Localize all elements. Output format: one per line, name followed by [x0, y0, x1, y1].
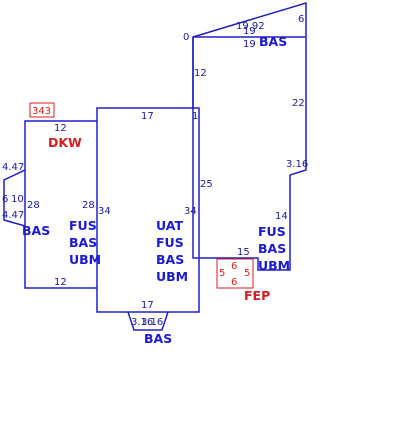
dim-left-28-a: 28 — [27, 200, 40, 211]
dim-center-17-bottom: 17 — [141, 300, 154, 311]
dim-right-22: 22 — [292, 98, 305, 109]
left-room-label-b: BAS — [69, 235, 97, 250]
bottom-tab-outline — [127, 311, 169, 331]
dim-left-12-upper: 12 — [194, 68, 207, 79]
dim-top-19b: 19 — [243, 39, 256, 50]
dim-center-34-right: 34 — [184, 206, 197, 217]
right-room-label-c: BAS — [258, 241, 286, 256]
dim-left-top-12: 12 — [54, 123, 67, 134]
center-room-label-a: UAT — [156, 218, 183, 233]
dkw-box-value: 343 — [32, 106, 51, 117]
dim-notch-447-bottom: 4.47 — [2, 210, 24, 221]
fep-dim-6-top: 6 — [231, 261, 237, 272]
left-room-label-a: FUS — [69, 218, 97, 233]
dim-right-316: 3.16 — [286, 159, 308, 170]
dim-bottom-tab: 3.16 — [131, 317, 153, 328]
dim-notch-10: 10 — [11, 194, 24, 205]
fep-dim-5-left: 5 — [219, 268, 225, 279]
fep-box — [216, 258, 254, 289]
right-room-label-a: BAS — [259, 34, 287, 49]
center-room-label-c: BAS — [156, 252, 184, 267]
center-room-label-b: FUS — [156, 235, 184, 250]
fep-dim-5-right: 5 — [244, 268, 250, 279]
dkw-label: DKW — [48, 135, 82, 150]
right-room-label-d: UBM — [258, 258, 290, 273]
dim-bottom-tab-b: 3.16 — [141, 317, 163, 328]
center-room-label-d: UBM — [156, 269, 188, 284]
dim-top-1992: 19.92 — [236, 21, 265, 32]
bottom-bas-label: BAS — [144, 331, 172, 346]
right-room-label-b: FUS — [258, 224, 286, 239]
right-section-outline — [192, 1, 307, 271]
notch-bas-label: BAS — [22, 223, 50, 238]
dim-top-right-6: 6 — [298, 14, 304, 25]
dim-left-28-b: 28 — [82, 200, 95, 211]
dim-top-19a: 19 — [243, 26, 256, 37]
dim-bottom-15: 15 — [237, 247, 250, 258]
fep-dim-6-bottom: 6 — [231, 277, 237, 288]
dim-right-14: 14 — [275, 211, 288, 222]
dim-center-34-left: 34 — [98, 206, 111, 217]
left-room-label-c: UBM — [69, 252, 101, 267]
center-room-outline — [96, 107, 200, 313]
fep-label: FEP — [244, 288, 270, 303]
dim-center-25: 25 — [200, 179, 213, 190]
dim-notch-447-top: 4.47 — [2, 162, 24, 173]
dim-center-1: 1 — [192, 111, 198, 122]
dim-center-17-top: 17 — [141, 111, 154, 122]
dkw-box — [29, 102, 55, 118]
dim-left-bottom-12: 12 — [54, 277, 67, 288]
dim-zero: 0 — [183, 32, 189, 43]
left-room-outline — [3, 120, 97, 289]
dim-notch-6: 6 — [2, 194, 8, 205]
